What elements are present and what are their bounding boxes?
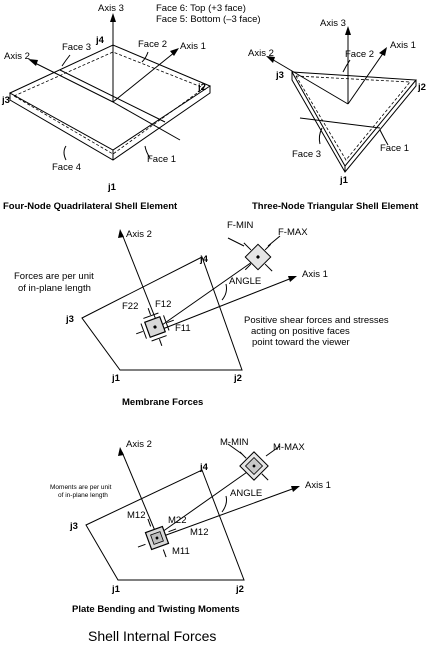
plate-bending: Axis 2 Axis 1 M-MIN M-MAX ANGLE Moments … (50, 437, 331, 615)
tri-face1-label: Face 1 (380, 143, 409, 154)
tri-shell-element: Axis 3 Axis 2 Axis 1 Face 2 Face 3 Face … (248, 18, 426, 212)
membrane-note-line1: Forces are per unit (14, 271, 94, 282)
quad-axis1 (112, 51, 176, 103)
tri-top-face (291, 71, 418, 167)
quad-j4-label: j4 (95, 35, 105, 46)
quad-face6-label: Face 6: Top (+3 face) (156, 3, 246, 14)
plate-mmin-label: M-MIN (220, 437, 249, 448)
membrane-angle-label: ANGLE (229, 276, 261, 287)
tri-j2-label: j2 (417, 82, 426, 93)
plate-m11-label: M11 (172, 546, 190, 557)
plate-j1-label: j1 (111, 584, 121, 595)
plate-angle-label: ANGLE (230, 488, 262, 499)
quad-j3-label: j3 (1, 95, 10, 106)
quad-j2-label: j2 (197, 82, 206, 93)
quad-axis3-label: Axis 3 (98, 3, 124, 14)
membrane-axis1 (159, 277, 293, 331)
membrane-axis2 (121, 233, 161, 331)
quad-axis2 (32, 61, 114, 103)
quad-shell-element: Face 6: Top (+3 face) Face 5: Bottom (–3… (1, 3, 261, 212)
membrane-j3-label: j3 (65, 314, 74, 325)
quad-face2-label: Face 2 (138, 39, 167, 50)
membrane-caption: Membrane Forces (122, 397, 203, 408)
tri-j3-label: j3 (275, 70, 284, 81)
tri-face2-label: Face 2 (345, 49, 374, 60)
quad-caption: Four-Node Quadrilateral Shell Element (3, 201, 178, 212)
tri-axis1 (347, 51, 385, 105)
membrane-axis1-label: Axis 1 (302, 269, 328, 280)
quad-face4-label: Face 4 (52, 162, 81, 173)
plate-axis1-label: Axis 1 (305, 480, 331, 491)
plate-j2-label: j2 (235, 584, 244, 595)
quad-top-face (8, 44, 212, 151)
membrane-f22-label: F22 (122, 301, 138, 312)
tri-axis2-label: Axis 2 (248, 48, 274, 59)
plate-axis2-label: Axis 2 (126, 439, 152, 450)
membrane-f12-label: F12 (155, 299, 171, 310)
membrane-element-outline (81, 256, 243, 371)
membrane-fmin-label: F-MIN (227, 220, 254, 231)
tri-axis1-label: Axis 1 (390, 40, 416, 51)
quad-face1-label: Face 1 (147, 154, 176, 165)
membrane-positive-line1: Positive shear forces and stresses (244, 315, 389, 326)
plate-m12b-label: M12 (190, 527, 208, 538)
plate-axis1 (157, 487, 296, 539)
plate-note-line2: of in-plane length (58, 492, 108, 499)
plate-note-line1: Moments are per unit (50, 484, 112, 491)
quad-face3-label: Face 3 (62, 42, 91, 53)
quad-mid-surface (13, 51, 205, 155)
membrane-forces: Axis 2 Axis 1 F-MIN F-MAX ANGLE Forces a… (14, 220, 389, 408)
tri-caption: Three-Node Triangular Shell Element (252, 201, 419, 212)
plate-mmax-label: M-MAX (273, 442, 305, 453)
plate-axis2 (121, 451, 159, 539)
plate-element-outline (85, 469, 245, 581)
tri-axis2 (269, 57, 349, 105)
membrane-positive-line3: point toward the viewer (252, 337, 350, 348)
tri-j1-label: j1 (339, 175, 349, 186)
membrane-f11-label: F11 (175, 323, 191, 334)
membrane-positive-line2: acting on positive faces (251, 326, 350, 337)
membrane-j1-label: j1 (111, 373, 121, 384)
plate-m22-label: M22 (168, 515, 186, 526)
plate-j3-label: j3 (69, 521, 78, 532)
tri-face3-label: Face 3 (292, 149, 321, 160)
main-title: Shell Internal Forces (88, 628, 216, 644)
quad-axis1-label: Axis 1 (180, 41, 206, 52)
plate-j4-label: j4 (199, 462, 209, 473)
membrane-note-line2: of in-plane length (18, 283, 91, 294)
quad-face5-label: Face 5: Bottom (–3 face) (156, 14, 261, 25)
quad-j1-label: j1 (107, 182, 117, 193)
membrane-fmax-label: F-MAX (278, 227, 308, 238)
quad-axis2-label: Axis 2 (4, 51, 30, 62)
membrane-j2-label: j2 (233, 373, 242, 384)
membrane-j4-label: j4 (199, 254, 209, 265)
plate-caption: Plate Bending and Twisting Moments (72, 604, 240, 615)
plate-m12a-label: M12 (127, 510, 145, 521)
membrane-axis2-label: Axis 2 (126, 229, 152, 240)
tri-axis3-label: Axis 3 (320, 18, 346, 29)
